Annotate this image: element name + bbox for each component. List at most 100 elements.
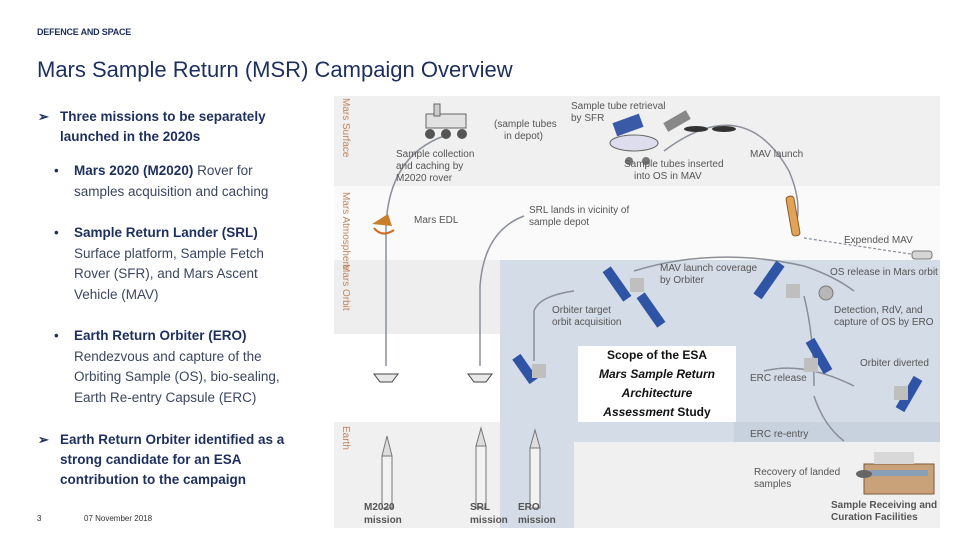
diagram-label: capture of OS by ERO [834, 317, 934, 328]
diagram-label: ERC release [750, 373, 807, 384]
mission-label: M2020 [364, 502, 395, 513]
subbullet-m2020: • Mars 2020 (M2020) Rover for samples ac… [54, 161, 269, 202]
subbullet-text: Rover (SFR), and Mars Ascent [74, 266, 258, 281]
diagram-label: Expended MAV [844, 235, 913, 246]
diagram-label: Detection, RdV, and [834, 305, 923, 316]
diagram-label: sample depot [529, 217, 589, 228]
scope-line: Architecture [621, 386, 693, 400]
curation-facility-icon [863, 452, 935, 495]
srl-launcher-icon [475, 426, 487, 509]
erc-path [813, 395, 845, 442]
diagram-label: Orbiter target [552, 305, 611, 316]
edl-capsule-icon [372, 214, 395, 235]
bullet-line: Three missions to be separately [60, 109, 266, 124]
arrow-bullet-icon: ➢ [38, 109, 49, 124]
dot-bullet-icon: • [54, 163, 59, 178]
mission-label: ERO [518, 502, 540, 513]
bullet-ero-candidate: ➢ Earth Return Orbiter identified as a s… [38, 430, 285, 490]
bullet-line: launched in the 2020s [60, 129, 201, 144]
m2020-launcher-icon [381, 435, 393, 509]
diagram-label: ERC re-entry [750, 429, 808, 440]
lander-payload-icon [373, 373, 399, 383]
diagram-label: (sample tubes [494, 119, 557, 130]
srl-trajectory [479, 215, 525, 366]
subbullet-text: samples acquisition and caching [74, 183, 269, 199]
diagram-label: Orbiter diverted [860, 358, 929, 369]
zone-mars-atmosphere [334, 186, 940, 260]
lander-payload-icon [467, 373, 493, 383]
orbiter-icon [804, 337, 833, 375]
orbiter-icon [753, 260, 800, 300]
diagram-label: and caching by [396, 161, 463, 172]
msr-campaign-diagram: Mars Surface Mars Atmosphere Mars Orbit … [334, 96, 940, 528]
zone-label: Earth [340, 426, 351, 450]
bullet-line: Earth Return Orbiter identified as a [60, 432, 285, 447]
diagram-label: MAV launch coverage [660, 263, 758, 274]
diagram-label: M2020 rover [396, 173, 453, 184]
expended-mav-path [803, 237, 925, 257]
mission-label: SRL [470, 502, 490, 513]
subbullet-title: Mars 2020 (M2020) [74, 163, 194, 178]
mav-coverage-arc [633, 256, 855, 292]
lander-icon [609, 110, 691, 165]
subbullet-srl: • Sample Return Lander (SRL) Surface pla… [54, 223, 264, 305]
esa-scope-callout: Scope of the ESA Mars Sample Return Arch… [578, 346, 736, 422]
ero-launcher-icon [529, 428, 541, 509]
diagram-label: Sample Receiving and [831, 500, 937, 511]
capsule-landed-icon [856, 470, 872, 478]
diagram-label: Sample tube retrieval [571, 101, 666, 112]
diagram-label: orbit acquisition [552, 317, 621, 328]
mav-rocket-icon [785, 195, 801, 237]
subbullet-text: Earth Re-entry Capsule (ERC) [74, 389, 257, 405]
subbullet-text: Rover for [193, 163, 253, 178]
diagram-label: Sample collection [396, 149, 474, 160]
scope-line: Mars Sample Return [598, 367, 716, 381]
mission-label: mission [364, 515, 402, 526]
zone-label: Mars Orbit [340, 264, 351, 311]
subbullet-text: Surface platform, Sample Fetch [74, 245, 264, 261]
diagram-label: SRL lands in vicinity of [529, 205, 629, 216]
rover-icon [425, 103, 467, 139]
diagram-label: Recovery of landed [754, 467, 840, 478]
scope-line: Scope of the ESA [606, 348, 707, 362]
subbullet-text: Vehicle (MAV) [74, 286, 159, 302]
subbullet-ero: • Earth Return Orbiter (ERO) Rendezvous … [54, 326, 280, 408]
bullet-line: contribution to the campaign [60, 472, 246, 487]
diagram-label: samples [754, 479, 791, 490]
diagram-label: Sample tubes inserted [624, 159, 724, 170]
orbiting-sample-icon [818, 285, 834, 301]
bullet-line: strong candidate for an ESA [60, 452, 242, 467]
orbiter-icon [602, 266, 666, 328]
erc-reentry-band [734, 422, 940, 442]
diagram-label: MAV launch [750, 149, 803, 160]
dot-bullet-icon: • [54, 328, 59, 343]
subbullet-text: Orbiting Sample (OS), bio-sealing, [74, 369, 280, 384]
zone-label: Mars Atmosphere [340, 192, 351, 271]
subbullet-text: Rendezvous and capture of the [74, 348, 262, 364]
diagram-label: into OS in MAV [634, 171, 702, 182]
diagram-label: by SFR [571, 113, 604, 124]
diagram-label: in depot) [504, 131, 543, 142]
mission-label: mission [518, 515, 556, 526]
orbiter-path [803, 295, 815, 387]
diagram-label: Curation Facilities [831, 512, 918, 523]
page-number: 3 [37, 514, 42, 523]
zone-label: Mars Surface [340, 98, 351, 158]
scope-line: Assessment [603, 405, 675, 419]
orbiter-icon [894, 375, 923, 413]
slide-title: Mars Sample Return (MSR) Campaign Overvi… [37, 57, 513, 82]
subbullet-title: Sample Return Lander (SRL) [74, 225, 258, 240]
mission-label: mission [470, 515, 508, 526]
ero-trajectory [533, 290, 575, 361]
diagram-label: OS release in Mars orbit [830, 267, 938, 278]
arrow-bullet-icon: ➢ [38, 432, 49, 447]
scope-line: Study [674, 405, 711, 419]
diagram-label: by Orbiter [660, 275, 705, 286]
header-label: DEFENCE AND SPACE [37, 27, 132, 37]
diagram-label: Mars EDL [414, 215, 459, 226]
dot-bullet-icon: • [54, 225, 59, 240]
bullet-three-missions: ➢ Three missions to be separately launch… [38, 107, 266, 147]
expended-mav-icon [911, 250, 933, 260]
orbiter-icon [512, 353, 546, 385]
subbullet-title: Earth Return Orbiter (ERO) [74, 328, 247, 343]
